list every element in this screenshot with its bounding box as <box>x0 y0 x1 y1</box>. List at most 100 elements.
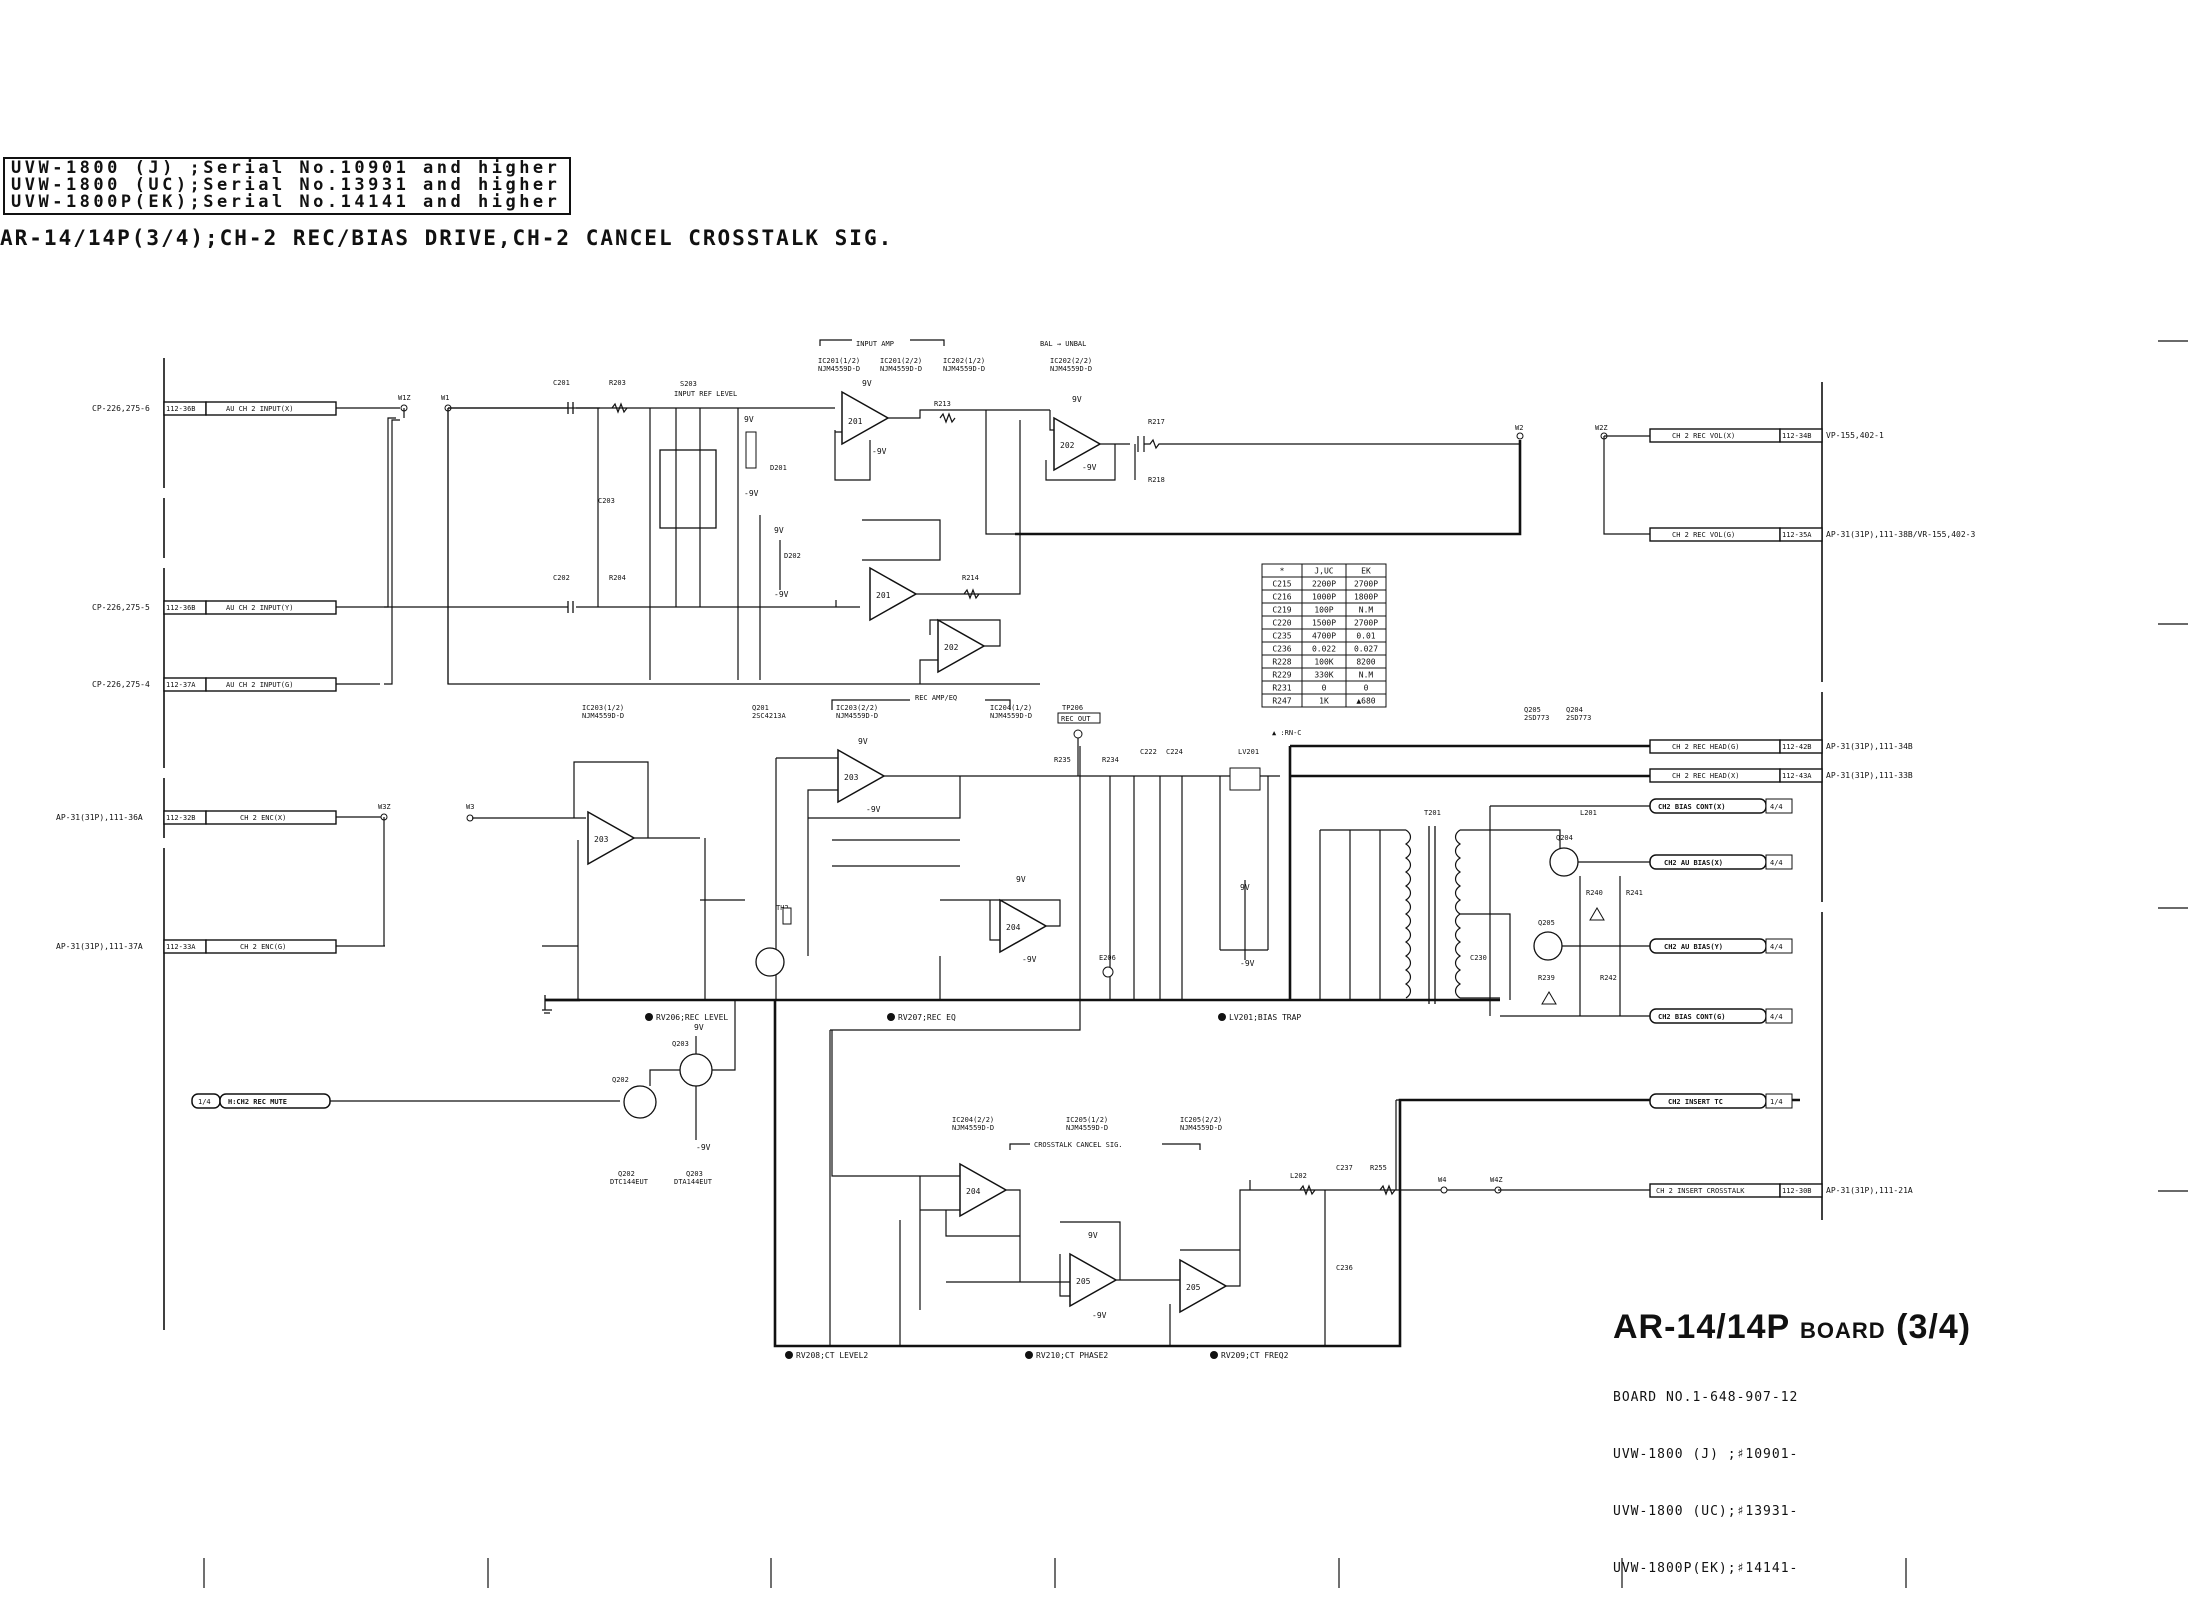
r214-label: R214 <box>962 574 979 582</box>
ic-part: NJM4559D-D <box>943 365 985 373</box>
connector-ref: AP-31(31P),111-37A <box>56 942 143 951</box>
adjust-label: RV208;CT LEVEL2 <box>796 1351 868 1360</box>
connector-ref: CP-226,275-5 <box>92 603 150 612</box>
op-amp-204b <box>959 1162 1008 1218</box>
connector-signal: CH 2 REC HEAD(G) <box>1672 743 1739 751</box>
ic-part: NJM4559D-D <box>836 712 878 720</box>
amp-number: 202 <box>1060 441 1075 450</box>
table-cell: ▲680 <box>1356 697 1375 706</box>
ic-label: IC204(2/2) <box>952 1116 994 1124</box>
r235-label: R235 <box>1054 756 1071 764</box>
table-cell: 0 <box>1364 684 1369 693</box>
connector-ref: AP-31(31P),111-34B <box>1826 742 1913 751</box>
ic-label: IC204(1/2) <box>990 704 1032 712</box>
table-cell: C216 <box>1272 593 1291 602</box>
connector-pin: 112-37A <box>166 681 196 689</box>
ic-label: IC201(1/2) <box>818 357 860 365</box>
board-title-main: AR-14/14P <box>1613 1308 1790 1346</box>
r218-label: R218 <box>1148 476 1165 484</box>
wire-label: W1Z <box>398 394 411 402</box>
table-header-cell: * <box>1280 567 1285 576</box>
page-ref-bias-cont-g: CH2 BIAS CONT(G) 4/4 <box>1649 1008 1793 1024</box>
board-info-line: BOARD NO.1-648-907-12 <box>1613 1390 1799 1405</box>
table-cell: C235 <box>1272 632 1291 641</box>
adjust-label: RV209;CT FREQ2 <box>1221 1351 1289 1360</box>
supply-neg: -9V <box>744 489 759 498</box>
connector-signal: AU CH 2 INPUT(X) <box>226 405 293 413</box>
supply-pos: 9V <box>774 526 784 535</box>
r234-label: R234 <box>1102 756 1119 764</box>
op-amp-202a <box>1053 416 1102 472</box>
connector-signal: CH 2 REC VOL(X) <box>1672 432 1735 440</box>
ic-label: IC202(2/2) <box>1050 357 1092 365</box>
bias-drivers: Q205 2SD773 Q204 2SD773 Q204 Q205 L201 R… <box>1470 706 1650 1017</box>
input-amp-section: INPUT AMP BAL → UNBAL IC201(1/2) NJM4559… <box>380 339 1650 684</box>
page-ref-page: 1/4 <box>1770 1098 1783 1106</box>
amp-number: 205 <box>1186 1283 1201 1292</box>
lv201-coil <box>1229 767 1261 791</box>
op-amp-204a <box>999 898 1048 954</box>
table-cell: 1K <box>1319 697 1329 706</box>
section-label: INPUT AMP <box>856 340 894 348</box>
page-ref-au-bias-x: CH2 AU BIAS(X) 4/4 <box>1649 854 1793 870</box>
transistor-part: 2SD773 <box>1524 714 1549 722</box>
table-note: ▲ :RN-C <box>1272 729 1302 737</box>
table-cell: 2200P <box>1312 580 1336 589</box>
transistor-part: 2SD773 <box>1566 714 1591 722</box>
board-title-page: (3/4) <box>1896 1308 1972 1346</box>
right-connector-rec-vol-x: CH 2 REC VOL(X) 112-34B VP-155,402-1 <box>1649 428 1884 443</box>
right-connector-rec-head-x: CH 2 REC HEAD(X) 112-43A AP-31(31P),111-… <box>1649 768 1913 783</box>
supply-neg: -9V <box>1082 463 1097 472</box>
op-amp-205b <box>1179 1258 1228 1314</box>
serial-number-box: UVW-1800 (J) ;Serial No.10901 and higher… <box>3 157 571 215</box>
mute-page: 1/4 <box>198 1098 211 1106</box>
op-amp-201a <box>841 390 890 446</box>
amp-number: 201 <box>848 417 863 426</box>
page-ref-signal: CH2 BIAS CONT(G) <box>1658 1013 1725 1021</box>
c202-label: C202 <box>553 574 570 582</box>
adjust-label: RV207;REC EQ <box>898 1013 956 1022</box>
ic-label: IC205(1/2) <box>1066 1116 1108 1124</box>
connector-signal: AU CH 2 INPUT(Y) <box>226 604 293 612</box>
section-label: BAL → UNBAL <box>1040 340 1086 348</box>
ic-part: NJM4559D-D <box>952 1124 994 1132</box>
transistor-ref: Q203 <box>686 1170 703 1178</box>
amp-number: 201 <box>876 591 891 600</box>
table-cell: R247 <box>1272 697 1291 706</box>
table-cell: N.M <box>1359 671 1374 680</box>
table-header-cell: J,UC <box>1314 567 1333 576</box>
connector-pin: 112-30B <box>1782 1187 1812 1195</box>
ic-label: IC203(2/2) <box>836 704 878 712</box>
r204-label: R204 <box>609 574 626 582</box>
r242-label: R242 <box>1600 974 1617 982</box>
d202-label: D202 <box>784 552 801 560</box>
supply-pos: 9V <box>744 415 754 424</box>
table-cell: R231 <box>1272 684 1291 693</box>
supply-pos: 9V <box>862 379 872 388</box>
c222-label: C222 <box>1140 748 1157 756</box>
transistor-part: DTC144EUT <box>610 1178 649 1186</box>
left-connector-enc-g: AP-31(31P),111-37A 112-33A CH 2 ENC(G) <box>56 939 385 954</box>
page-ref-bias-cont-x: CH2 BIAS CONT(X) 4/4 <box>1649 798 1793 814</box>
rec-amp-eq-section: REC AMP/EQ IC203(1/2) NJM4559D-D IC203(2… <box>472 694 1280 1001</box>
supply-pos: 9V <box>1016 875 1026 884</box>
q205-transistor <box>1533 931 1563 961</box>
supply-neg: -9V <box>1240 959 1255 968</box>
op-amp-203a <box>587 810 636 866</box>
connector-signal: AU CH 2 INPUT(G) <box>226 681 293 689</box>
supply-neg: -9V <box>1022 955 1037 964</box>
ic-part: NJM4559D-D <box>818 365 860 373</box>
c230-label: C230 <box>1470 954 1487 962</box>
table-cell: C236 <box>1272 645 1291 654</box>
connector-ref: CP-226,275-4 <box>92 680 150 689</box>
page-ref-page: 4/4 <box>1770 859 1783 867</box>
connector-signal: CH 2 REC VOL(G) <box>1672 531 1735 539</box>
connector-pin: 112-43A <box>1782 772 1812 780</box>
q203-transistor <box>679 1053 713 1087</box>
table-cell: 8200 <box>1356 658 1375 667</box>
c236-label: C236 <box>1336 1264 1353 1272</box>
table-cell: 2700P <box>1354 619 1378 628</box>
section-label: REC AMP/EQ <box>915 694 957 702</box>
